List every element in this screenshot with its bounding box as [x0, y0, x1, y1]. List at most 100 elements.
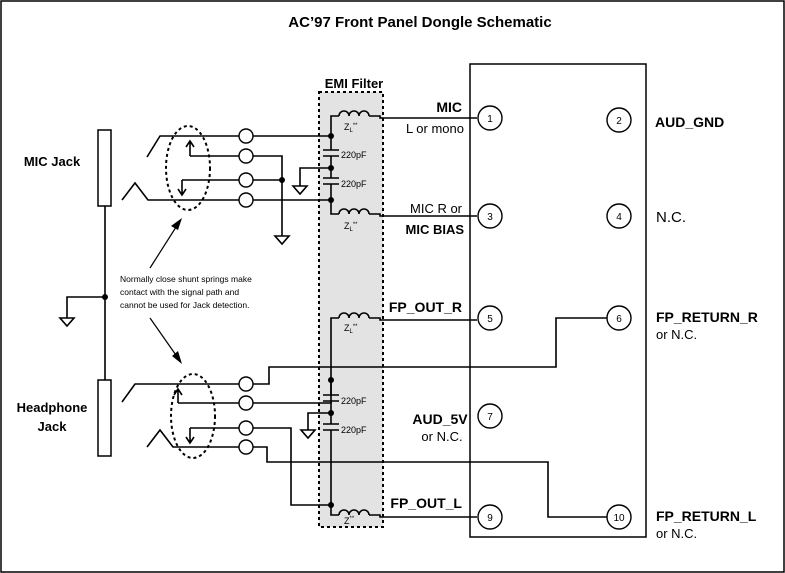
- fp-out-l-wire: [253, 427, 477, 518]
- connector-pins: 1 2 3 4 5 6 7 9 10: [477, 105, 632, 530]
- mic-r-inductor: [338, 208, 370, 215]
- pin-6-sublabel: or N.C.: [656, 327, 697, 342]
- pin-5-label: FP_OUT_R: [389, 299, 462, 315]
- mic-spring-bottom: [121, 181, 239, 201]
- hp-filter-ground-icon: [299, 429, 317, 440]
- mic-right-wire: [253, 199, 477, 217]
- note-line-1: Normally close shunt springs make: [120, 274, 252, 284]
- inductor-label-3: ZL**: [344, 323, 358, 335]
- mic-terminal-1: [238, 128, 254, 144]
- pin-3-label: MIC BIAS: [406, 222, 465, 237]
- inductor-label-1: ZL**: [344, 122, 358, 134]
- mic-terminal-4: [238, 192, 254, 208]
- hp-cap-stack: [307, 380, 339, 505]
- pin-1-number: 1: [487, 114, 493, 125]
- fp-return-r-wire: [253, 317, 610, 385]
- node: [328, 133, 334, 139]
- mic-row2-wire: [253, 155, 283, 236]
- pin-1-sublabel: L or mono: [406, 121, 464, 136]
- pin-7-label: AUD_5V: [412, 411, 468, 427]
- note-line-2: contact with the signal path and: [120, 287, 239, 297]
- node: [328, 377, 334, 383]
- mic-cap-stack: [299, 136, 339, 200]
- mic-spring-top: [146, 135, 239, 158]
- mic-terminal-3: [238, 172, 254, 188]
- jack-ground-bus: [66, 206, 106, 380]
- hp-terminal-2: [238, 395, 254, 411]
- pin-4-circle: [606, 203, 632, 229]
- mic-shunt-ellipse: [165, 125, 211, 211]
- diagram-title: AC’97 Front Panel Dongle Schematic: [288, 14, 551, 31]
- pin-6-number: 6: [616, 314, 622, 325]
- inductor-label-4: Z**: [344, 516, 355, 526]
- pin-4-label: N.C.: [656, 209, 686, 226]
- node: [102, 294, 108, 300]
- emi-filter-fill: [319, 92, 383, 527]
- mic-shunt-bottom: [177, 179, 239, 197]
- fp-out-r-inductor: [338, 312, 370, 319]
- mic-shunt-top: [185, 139, 239, 157]
- node: [328, 165, 334, 171]
- emi-filter-label: EMI Filter: [325, 76, 384, 91]
- pin-5-number: 5: [487, 314, 493, 325]
- mic-l-inductor: [338, 110, 370, 117]
- mic-left-wire: [253, 115, 477, 137]
- hp-shunt-ellipse: [170, 373, 216, 459]
- inductor-label-2: ZL**: [344, 221, 358, 233]
- note-arrowhead-down: [172, 351, 182, 364]
- pin-7-circle: [477, 403, 503, 429]
- pin-9-number: 9: [487, 513, 493, 524]
- pin-3-circle: [477, 203, 503, 229]
- node: [279, 177, 285, 183]
- pin-3-sublabel: MIC R or: [410, 201, 463, 216]
- hp-terminal-3: [238, 420, 254, 436]
- connector-body: [469, 63, 647, 538]
- mic-jack-ground-icon: [273, 235, 291, 246]
- pin-10-number: 10: [613, 513, 625, 524]
- pin-9-circle: [477, 504, 503, 530]
- pin-10-sublabel: or N.C.: [656, 526, 697, 541]
- pin-7-sublabel: or N.C.: [421, 429, 462, 444]
- node: [328, 197, 334, 203]
- hp-spring-top: [121, 383, 239, 403]
- note-arrow-down: [149, 317, 179, 359]
- note-arrow-up: [149, 223, 179, 269]
- headphone-jack-label-2: Jack: [38, 419, 68, 434]
- cap-label-2: 220pF: [341, 179, 367, 189]
- pin-7-number: 7: [487, 412, 493, 423]
- cap-label-1: 220pF: [341, 150, 367, 160]
- note-line-3: cannot be used for Jack detection.: [120, 300, 249, 310]
- fp-out-r-wire: [253, 317, 477, 404]
- pin-1-circle: [477, 105, 503, 131]
- pin-10-circle: [606, 504, 632, 530]
- headphone-jack-label-1: Headphone: [17, 400, 88, 415]
- node: [328, 410, 334, 416]
- mic-terminal-2: [238, 148, 254, 164]
- pin-6-label: FP_RETURN_R: [656, 309, 758, 325]
- cap-label-3: 220pF: [341, 396, 367, 406]
- mic-jack-body: [97, 129, 112, 207]
- pin-1-label: MIC: [436, 99, 462, 115]
- hp-terminal-4: [238, 439, 254, 455]
- hp-shunt-top: [173, 387, 239, 404]
- hp-spring-bottom: [146, 428, 239, 448]
- mic-jack-label: MIC Jack: [24, 154, 81, 169]
- pin-5-circle: [477, 305, 503, 331]
- emi-filter-box: [318, 91, 384, 528]
- pin-2-circle: [606, 107, 632, 133]
- hp-terminal-1: [238, 376, 254, 392]
- cap-label-4: 220pF: [341, 425, 367, 435]
- pin-9-label: FP_OUT_L: [390, 495, 462, 511]
- mic-filter-ground-icon: [291, 185, 309, 196]
- node: [328, 502, 334, 508]
- pin-2-number: 2: [616, 116, 622, 127]
- fp-return-l-wire: [253, 446, 610, 518]
- pin-2-label: AUD_GND: [655, 114, 724, 130]
- pin-4-number: 4: [616, 212, 622, 223]
- note-arrowhead-up: [171, 218, 182, 230]
- headphone-jack-body: [97, 379, 112, 457]
- jack-ground-icon: [58, 317, 76, 328]
- pin-6-circle: [606, 305, 632, 331]
